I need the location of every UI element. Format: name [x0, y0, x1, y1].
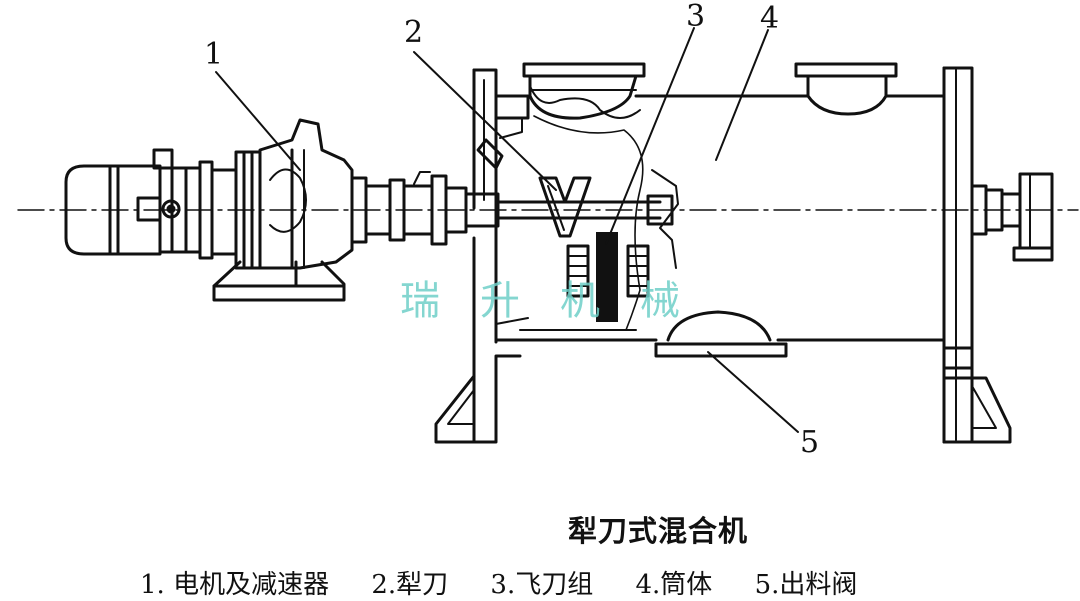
callout-5: 5: [800, 425, 820, 460]
leader-lines: [215, 27, 799, 433]
right-bearing: [970, 172, 1054, 262]
callout-3: 3: [686, 0, 706, 34]
left-end-plate: [434, 68, 530, 444]
callout-1: 1: [204, 37, 224, 72]
drum-body: [494, 85, 946, 342]
legend-item-4: 4.筒体: [635, 570, 713, 600]
callout-4: 4: [760, 1, 780, 36]
discharge-valve: [654, 310, 788, 358]
main-shaft: [496, 194, 674, 226]
watermark-text: 瑞升机械: [400, 278, 720, 324]
callout-2: 2: [404, 15, 424, 50]
legend-item-3: 3.飞刀组: [490, 570, 594, 600]
legend-item-1: 1. 电机及减速器: [140, 570, 330, 600]
figure-title: 犁刀式混合机: [568, 514, 749, 548]
plough-blade: [538, 176, 592, 238]
motor-reducer: [64, 118, 406, 302]
coupling-bearing: [402, 171, 500, 246]
inlet-nozzle-left: [522, 62, 646, 120]
figure-legend: 1. 电机及减速器 2.犁刀 3.飞刀组 4.筒体 5.出料阀: [140, 564, 857, 601]
right-end-plate: [942, 66, 1012, 444]
legend-item-2: 2.犁刀: [371, 570, 449, 600]
fly-cutter-group: [566, 232, 650, 322]
legend-item-5: 5.出料阀: [754, 570, 858, 600]
inlet-nozzle-right: [794, 62, 898, 116]
